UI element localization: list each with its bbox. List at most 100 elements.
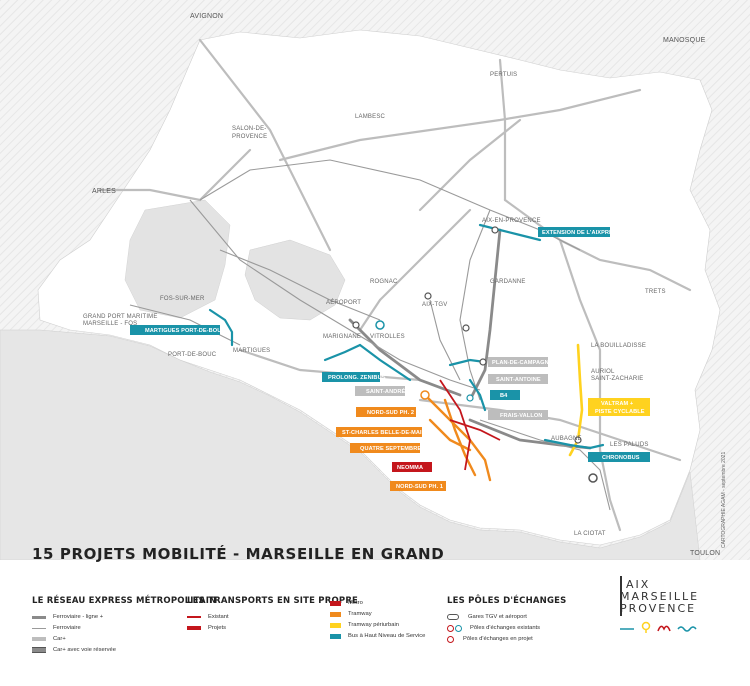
- legend-car-label: Car+: [53, 636, 66, 642]
- place-aeroport: AÉROPORT: [326, 299, 361, 306]
- projects-swatch: [187, 626, 201, 630]
- place-salon-2: PROVENCE: [232, 134, 267, 140]
- legend-car-reserved-label: Car+ avec voie réservée: [53, 647, 116, 653]
- place-vitrolles: VITROLLES: [370, 334, 405, 340]
- project-martigues-pdb: MARTIGUES PORT-DE-BOUC: [145, 328, 226, 334]
- legend-row-car: Car+: [32, 634, 216, 644]
- legend-modes: Métro Tramway Tramway périurbain Bus à H…: [330, 598, 425, 642]
- place-martigues: MARTIGUES: [233, 348, 270, 354]
- legend-projects-label: Projets: [208, 625, 227, 631]
- car-reserved-swatch: [32, 647, 46, 653]
- project-nord-sud-ph2: NORD-SUD PH. 2: [367, 410, 414, 416]
- metro-swatch: [330, 600, 341, 606]
- rail-swatch: [32, 627, 46, 629]
- place-rognac: ROGNAC: [370, 279, 398, 285]
- logo-line-3: PROVENCE: [620, 602, 697, 615]
- legend-rail-plus-label: Ferroviaire - ligne +: [53, 614, 104, 620]
- legend-existing-poles-label: Pôles d'échanges existants: [470, 625, 541, 631]
- project-chronobus: CHRONOBUS: [602, 455, 640, 461]
- project-frais-vallon: FRAIS-VALLON: [500, 413, 542, 419]
- tram-periurbain-swatch: [330, 622, 341, 628]
- legend-row-tramway: Tramway: [330, 609, 425, 619]
- logo-bar: [620, 576, 622, 616]
- project-st-charles: ST-CHARLES BELLE-DE-MAI: [342, 430, 422, 436]
- project-plan-de-campagne: PLAN-DE-CAMPAGNE: [492, 360, 553, 366]
- place-salon: SALON-DE-: [232, 126, 266, 132]
- place-auriol-2: SAINT-ZACHARIE: [591, 376, 643, 382]
- place-auriol: AURIOL: [591, 369, 615, 375]
- legend-poles: LES PÔLES D'ÉCHANGES Gares TGV et aéropo…: [447, 596, 566, 645]
- place-la-ciotat: LA CIOTAT: [574, 531, 606, 537]
- place-labels: AVIGNON MANOSQUE PERTUIS LAMBESC SALON-D…: [83, 13, 720, 557]
- logo-waves-icon: [620, 621, 697, 633]
- place-gpmm-1: GRAND PORT MARITIME: [83, 314, 158, 320]
- place-gardanne: GARDANNE: [490, 279, 526, 285]
- place-marignane: MARIGNANE: [323, 334, 361, 340]
- rail-plus-swatch: [32, 615, 46, 619]
- bhns-swatch: [330, 633, 341, 639]
- legend-row-projects: Projets: [187, 623, 358, 633]
- tgv-swatch: [447, 614, 459, 620]
- place-arles: ARLES: [92, 188, 116, 195]
- car-swatch: [32, 637, 46, 641]
- legend-row-rail: Ferroviaire: [32, 623, 216, 633]
- place-gpmm-2: MARSEILLE - FOS: [83, 321, 137, 327]
- sea: [0, 329, 701, 560]
- existing-poles-icon: [447, 624, 454, 632]
- metropolitan-mobility-map: AVIGNON MANOSQUE PERTUIS LAMBESC SALON-D…: [0, 0, 750, 560]
- project-saint-andre: SAINT-ANDRÉ: [366, 387, 405, 395]
- legend-row-project-poles: Pôles d'échanges en projet: [447, 634, 566, 644]
- project-quatre-septembre: QUATRE SEPTEMBRE: [360, 446, 421, 452]
- place-aix-tgv: AIX-TGV: [422, 302, 447, 308]
- metro-lines: [439, 379, 501, 471]
- place-les-paluds: LES PALUDS: [610, 442, 649, 448]
- project-nord-sud-ph1: NORD-SUD PH. 1: [396, 484, 443, 490]
- place-aubagne: AUBAGNE: [551, 436, 582, 442]
- credit-text: CARTOGRAPHIE AGAM - septembre 2021: [721, 452, 727, 548]
- legend-project-poles-label: Pôles d'échanges en projet: [463, 636, 533, 642]
- place-aix: AIX-EN-PROVENCE: [482, 218, 541, 224]
- page-title: 15 PROJETS MOBILITÉ - MARSEILLE EN GRAND: [32, 545, 445, 563]
- legend-poles-heading: LES PÔLES D'ÉCHANGES: [447, 596, 567, 606]
- place-fos: FOS-SUR-MER: [160, 296, 205, 302]
- legend-rail-label: Ferroviaire: [53, 625, 81, 631]
- legend-row-existing-poles: Pôles d'échanges existants: [447, 623, 566, 633]
- legend-row-car-reserved: Car+ avec voie réservée: [32, 645, 216, 655]
- legend-row-metro: Métro: [330, 598, 425, 608]
- legend-row-rail-plus: Ferroviaire - ligne +: [32, 612, 216, 622]
- exchange-poles: [352, 226, 598, 483]
- place-avignon: AVIGNON: [190, 13, 223, 20]
- project-valtram-2: PISTE CYCLABLE: [595, 409, 645, 415]
- legend-rem-heading: LE RÉSEAU EXPRESS MÉTROPOLITAIN: [32, 596, 217, 606]
- project-valtram-1: VALTRAM +: [601, 401, 634, 407]
- legend-tramway-label: Tramway: [348, 611, 372, 617]
- map-credit: CARTOGRAPHIE AGAM - septembre 2021: [719, 440, 727, 550]
- project-extension-aixpress: EXTENSION DE L'AIXPRESS: [542, 230, 621, 236]
- place-manosque: MANOSQUE: [663, 37, 706, 44]
- legend-tcsp: LES TRANSPORTS EN SITE PROPRE Existant P…: [187, 596, 358, 634]
- project-poles-icon: [447, 635, 454, 643]
- legend-tcsp-heading: LES TRANSPORTS EN SITE PROPRE: [187, 596, 359, 606]
- project-labels: EXTENSION DE L'AIXPRESS MARTIGUES PORT-D…: [130, 227, 650, 491]
- project-saint-antoine: SAINT-ANTOINE: [496, 377, 541, 383]
- tramway-lines: [423, 393, 492, 482]
- metropole-land: [37, 29, 721, 546]
- project-b4: B4: [500, 393, 508, 399]
- place-toulon: TOULON: [690, 550, 720, 557]
- etang-de-berre: [244, 239, 346, 321]
- project-neomma: NEOMMA: [397, 465, 423, 471]
- legend-tram-periurbain-label: Tramway périurbain: [348, 622, 400, 628]
- legend-row-existing: Existant: [187, 612, 358, 622]
- place-trets: TRETS: [645, 289, 666, 295]
- place-port-de-bouc: PORT-DE-BOUC: [168, 352, 217, 358]
- legend-metro-label: Métro: [348, 600, 363, 606]
- place-lambesc: LAMBESC: [355, 114, 386, 120]
- legend-tgv-label: Gares TGV et aéroport: [468, 614, 527, 620]
- tramway-swatch: [330, 611, 341, 617]
- aix-marseille-provence-logo: AIX MARSEILLE PROVENCE: [600, 576, 710, 640]
- logo-line-1: AIX: [626, 578, 651, 591]
- legend-row-bhns: Bus à Haut Niveau de Service: [330, 631, 425, 641]
- place-pertuis: PERTUIS: [490, 72, 517, 78]
- legend-row-tgv: Gares TGV et aéroport: [447, 612, 566, 622]
- project-prolong-zenibus: PROLONG. ZENIBUS: [328, 375, 386, 381]
